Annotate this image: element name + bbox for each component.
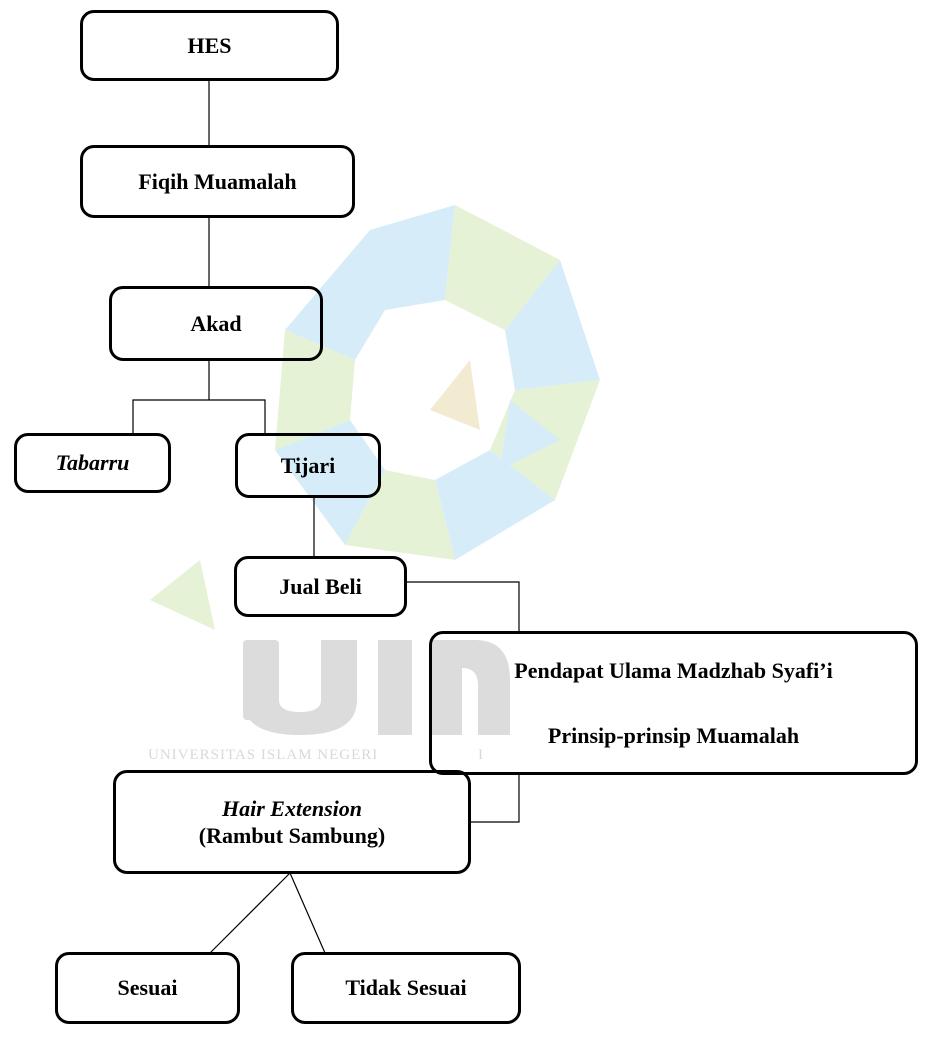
node-tidak-sesuai: Tidak Sesuai [291,952,521,1024]
node-hair-line1: Hair Extension [222,795,362,821]
node-hair-extension: Hair Extension (Rambut Sambung) [113,770,471,874]
watermark-subtitle: UNIVERSITAS ISLAM NEGERI [148,747,379,763]
node-tijari-label: Tijari [280,452,336,478]
connector-hair-tidak [289,872,326,954]
node-hair-line2: (Rambut Sambung) [198,823,386,848]
connector-pendapat-hair [470,773,520,823]
node-tijari: Tijari [235,433,381,498]
node-pendapat-line2: Prinsip-prinsip Muamalah [547,723,800,748]
star-logo-icon [150,205,600,735]
watermark-subtitle-tail: I [478,747,484,763]
connector-hair-sesuai [209,872,291,954]
node-sesuai: Sesuai [55,952,240,1024]
node-pendapat-line1: Pendapat Ulama Madzhab Syafi’i [514,657,833,683]
node-tidak-sesuai-label: Tidak Sesuai [345,975,467,1001]
node-sesuai-label: Sesuai [117,975,178,1001]
connector-jualbeli-pendapat [406,581,520,632]
node-hes: HES [80,10,339,81]
node-fiqih-muamalah-label: Fiqih Muamalah [138,168,297,194]
node-jual-beli: Jual Beli [234,556,407,617]
node-tabarru: Tabarru [14,433,171,493]
node-akad: Akad [109,286,323,361]
node-tabarru-label: Tabarru [55,450,130,476]
connector-branch-tabarru [132,399,266,434]
node-akad-label: Akad [190,310,242,336]
node-jual-beli-label: Jual Beli [279,573,362,599]
node-hes-label: HES [187,32,232,58]
node-fiqih-muamalah: Fiqih Muamalah [80,145,355,218]
node-pendapat-ulama: Pendapat Ulama Madzhab Syafi’i Prinsip-p… [429,631,918,775]
